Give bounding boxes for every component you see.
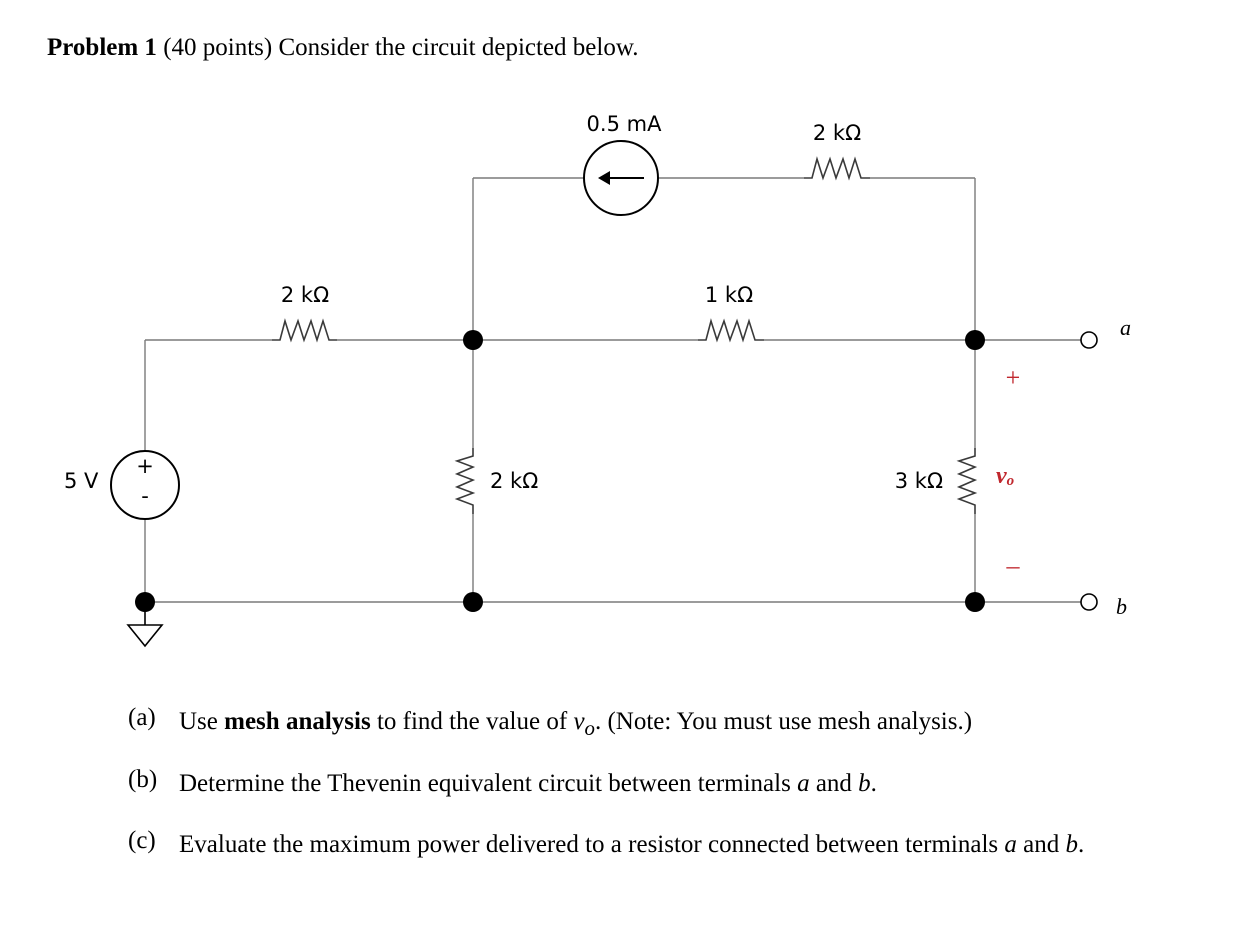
text-segment: and [1016,831,1066,858]
resistor-3k-vertical [956,448,978,514]
terminal-b-circle [1080,593,1098,611]
arrow-left-icon [598,171,610,185]
question-b: (b) Determine the Thevenin equivalent ci… [128,766,1208,802]
terminal-a-circle [1080,331,1098,349]
terminal-b-label: b [1116,594,1127,619]
question-a-tag: (a) [128,704,156,731]
text-segment: . [870,770,877,797]
vo-subscript: o [1007,473,1015,489]
label-r-middle: 1 kΩ [705,283,753,307]
question-a-text: Use mesh analysis to find the value of v… [179,704,1208,746]
text-segment: and [809,770,859,797]
node-dot [463,330,483,350]
resistor-2k-left [272,318,337,343]
terminal-ref: b [858,770,871,797]
question-c-tag: (c) [128,827,156,854]
label-r-left-top: 2 kΩ [281,283,329,307]
label-r-top-right: 2 kΩ [813,121,861,145]
label-r-vertical-mid: 2 kΩ [490,469,538,493]
circuit-wires [144,177,1081,603]
bold-term: mesh analysis [224,708,371,735]
question-c-text: Evaluate the maximum power delivered to … [179,827,1208,863]
text-segment: . [1078,831,1085,858]
current-source-label: 0.5 mA [587,112,663,136]
voltage-source: + - [110,450,180,520]
terminal-ref: a [797,770,810,797]
source-minus-sign: - [141,484,149,508]
ground-icon [126,602,164,648]
current-source [583,140,659,216]
text-segment: Determine the Thevenin equivalent circui… [179,770,798,797]
vo-letter: v [996,463,1007,489]
vo-label: vo [996,463,1014,489]
resistor-2k-vertical [454,448,476,514]
source-plus-sign: + [136,454,154,478]
resistor-1k-middle [698,318,764,343]
question-b-text: Determine the Thevenin equivalent circui… [179,766,1208,802]
variable-subscript: o [584,716,595,740]
text-segment: to find the value of [370,708,574,735]
text-segment: Use [179,708,225,735]
terminal-a-label: a [1120,315,1131,340]
voltage-source-label: 5 V [64,469,99,493]
vo-plus-sign: + [1006,363,1021,392]
problem-heading: Problem 1 (40 points) Consider the circu… [47,34,639,62]
question-a: (a) Use mesh analysis to find the value … [128,704,1208,746]
circuit-nodes [135,330,985,612]
text-segment: Evaluate the maximum power delivered to … [179,831,1005,858]
variable-v: v [573,708,585,735]
question-b-tag: (b) [128,766,158,793]
resistor-2k-top [804,156,870,181]
node-dot [965,330,985,350]
terminal-ref: a [1004,831,1017,858]
node-dot [463,592,483,612]
text-segment: . (Note: You must use mesh analysis.) [594,708,973,735]
terminal-ref: b [1065,831,1079,858]
node-dot [965,592,985,612]
label-r-vertical-right: 3 kΩ [895,469,943,493]
question-c: (c) Evaluate the maximum power delivered… [128,827,1208,863]
problem-intro: (40 points) Consider the circuit depicte… [163,34,639,61]
problem-number: Problem 1 [47,34,157,61]
vo-minus-sign: – [1006,551,1021,580]
